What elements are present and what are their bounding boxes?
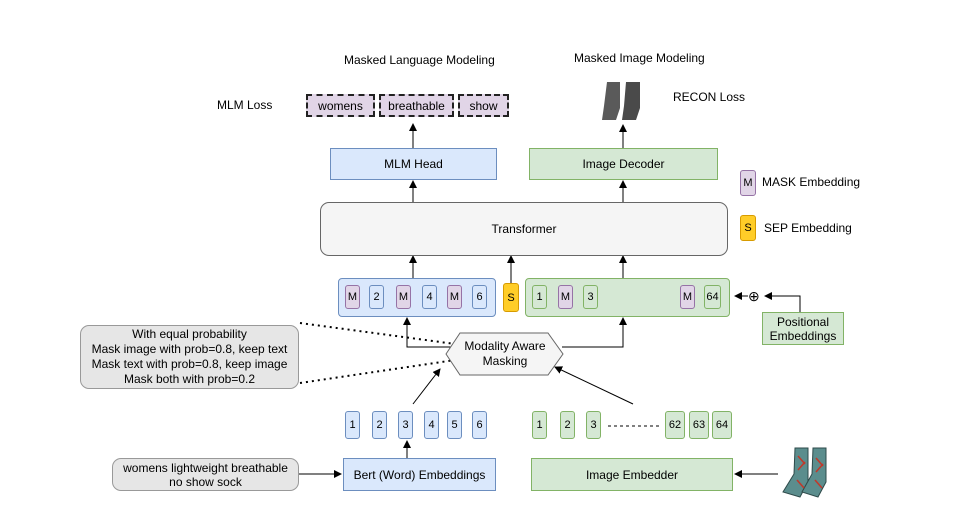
mlm-loss-label: MLM Loss bbox=[217, 98, 273, 112]
mlm-heading: Masked Language Modeling bbox=[344, 53, 495, 67]
masked-text-token-group bbox=[338, 278, 496, 317]
masked-text-token: M bbox=[396, 285, 411, 309]
arrow-masking-text bbox=[403, 317, 460, 348]
masked-image-token: 3 bbox=[583, 285, 598, 309]
masked-text-token: 4 bbox=[422, 285, 437, 309]
image-token: 64 bbox=[712, 411, 732, 439]
masked-text-token: M bbox=[345, 285, 360, 309]
mlm-head-block: MLM Head bbox=[330, 148, 497, 180]
transformer-block: Transformer bbox=[320, 202, 728, 256]
arrow-text-masking bbox=[412, 368, 441, 405]
mim-heading: Masked Image Modeling bbox=[574, 51, 705, 65]
image-token: 1 bbox=[532, 411, 547, 439]
masked-image-token-group bbox=[525, 278, 730, 317]
arrow-image-masking bbox=[554, 366, 634, 405]
masked-image-token: M bbox=[680, 285, 695, 309]
predicted-word: womens bbox=[306, 94, 375, 117]
input-text-box: womens lightweight breathable no show so… bbox=[112, 458, 299, 491]
image-embedder-block: Image Embedder bbox=[531, 458, 733, 491]
legend-mask-label: MASK Embedding bbox=[762, 175, 861, 189]
text-token: 1 bbox=[345, 411, 360, 439]
legend-mask-symbol: M bbox=[740, 170, 756, 196]
masked-text-token: M bbox=[447, 285, 462, 309]
arrow-masking-image bbox=[562, 317, 627, 348]
sock-input-image bbox=[782, 447, 827, 498]
masked-text-token: 6 bbox=[472, 285, 487, 309]
masked-image-token: 1 bbox=[532, 285, 547, 309]
recon-loss-label: RECON Loss bbox=[673, 90, 746, 104]
text-token: 2 bbox=[372, 411, 387, 439]
text-token: 6 bbox=[472, 411, 487, 439]
note-pointer-top bbox=[299, 322, 456, 345]
image-token: 3 bbox=[586, 411, 601, 439]
predicted-word: show bbox=[458, 94, 509, 117]
sep-token: S bbox=[503, 283, 519, 312]
bert-embeddings-block: Bert (Word) Embeddings bbox=[343, 458, 496, 491]
text-token: 3 bbox=[398, 411, 413, 439]
masked-image-token: M bbox=[558, 285, 573, 309]
image-token: 2 bbox=[560, 411, 575, 439]
masking-probability-note: With equal probability Mask image with p… bbox=[80, 325, 299, 389]
legend-sep-label: SEP Embedding bbox=[764, 221, 852, 235]
text-token: 5 bbox=[447, 411, 462, 439]
masked-text-token: 2 bbox=[369, 285, 384, 309]
positional-embeddings-block: Positional Embeddings bbox=[762, 312, 844, 345]
note-pointer-bottom bbox=[299, 359, 456, 384]
image-decoder-block: Image Decoder bbox=[529, 148, 718, 180]
masked-image-token: 64 bbox=[704, 285, 721, 309]
plus-symbol: ⊕ bbox=[748, 288, 760, 304]
text-token: 4 bbox=[424, 411, 439, 439]
sock-recon-image bbox=[602, 82, 640, 120]
image-token: 62 bbox=[665, 411, 685, 439]
legend-sep-symbol: S bbox=[740, 215, 756, 241]
image-token: 63 bbox=[689, 411, 709, 439]
arrow-positional-plus bbox=[764, 292, 801, 312]
masking-hexagon bbox=[445, 332, 564, 376]
masking-label: Modality Aware Masking bbox=[464, 339, 546, 368]
predicted-word: breathable bbox=[379, 94, 454, 117]
